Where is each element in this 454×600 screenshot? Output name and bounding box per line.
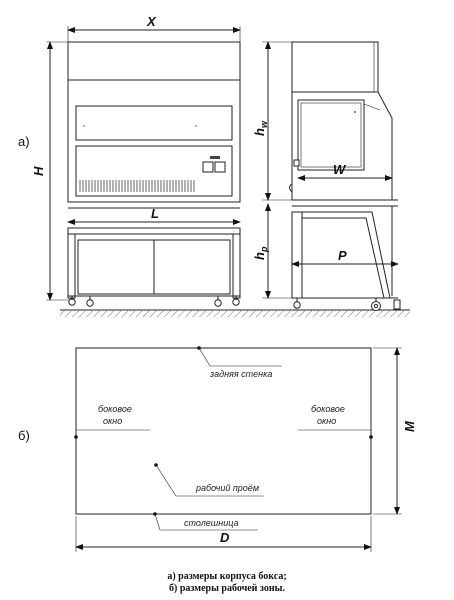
dim-d-label: D (220, 530, 230, 545)
casters (68, 296, 240, 307)
front-sash (75, 105, 233, 141)
stand-leg-right (232, 233, 241, 299)
dim-h-label: H (31, 166, 46, 176)
side-sash (297, 99, 365, 171)
air-grille (79, 180, 195, 192)
figure-caption: а) размеры корпуса бокса; б) размеры раб… (0, 571, 454, 595)
dim-w-label: W (333, 162, 347, 177)
dim-p-label: P (338, 248, 347, 263)
side-stand (291, 211, 303, 299)
part-a-label: а) (18, 134, 30, 149)
caption-line-1: а) размеры корпуса бокса; (167, 571, 287, 582)
dim-x-label: X (146, 14, 157, 29)
dim-m-label: M (402, 420, 417, 432)
floor-hatch (60, 310, 410, 317)
side-window-left-label-1: боковое (98, 404, 132, 414)
work-opening-label: рабочий проём (195, 483, 259, 493)
work-zone-rect (75, 347, 372, 515)
work-zone-plan (74, 346, 402, 552)
dim-l-label: L (151, 206, 159, 221)
side-window-right-label-2: окно (317, 416, 336, 426)
display-2 (214, 161, 226, 173)
stand-leg-left (67, 233, 76, 299)
caption-line-2: б) размеры рабочей зоны. (169, 583, 285, 594)
side-view (262, 41, 401, 311)
dim-hw-label: hw (252, 120, 269, 136)
tabletop-label: столешница (184, 518, 238, 528)
front-view (46, 26, 410, 317)
cabinet-top (67, 41, 241, 81)
side-window-right-label-1: боковое (311, 404, 345, 414)
part-b-label: б) (18, 428, 30, 443)
dim-hp-label: hp (252, 246, 269, 260)
control-panel (75, 145, 233, 197)
stand-top (67, 227, 241, 235)
back-wall-label: задняя стенка (209, 369, 272, 379)
side-window-left-label-2: окно (103, 416, 122, 426)
display-1 (202, 161, 214, 173)
